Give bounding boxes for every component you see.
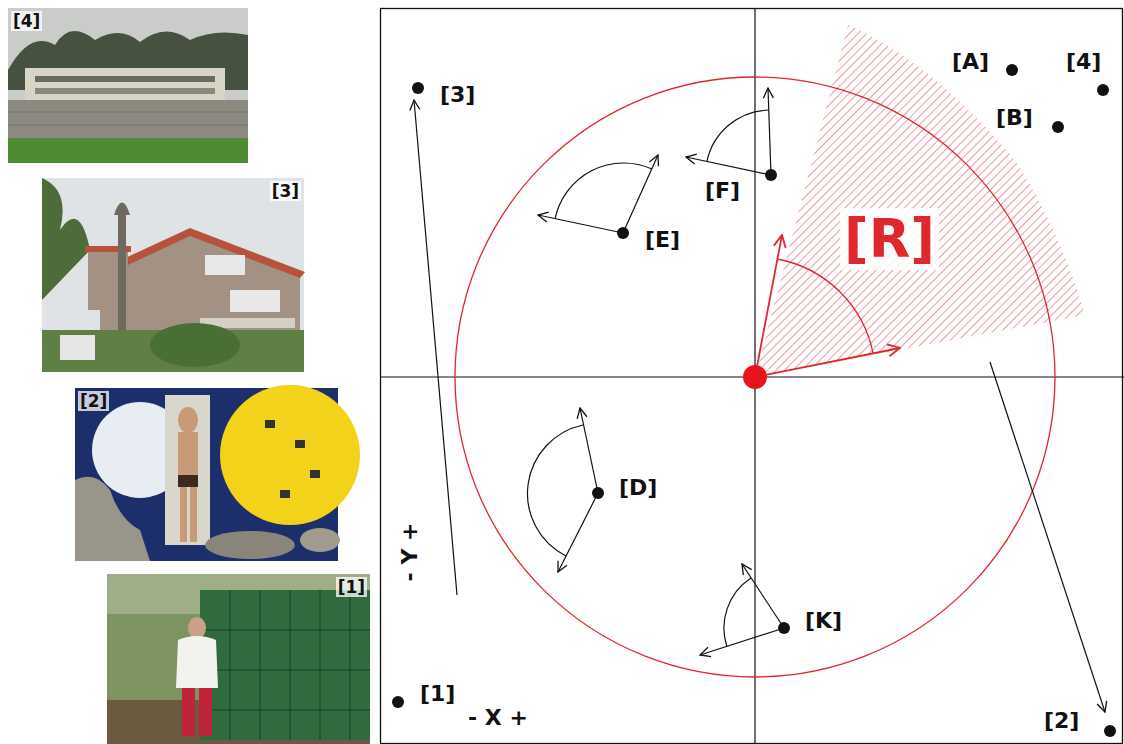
- point-label: [A]: [952, 49, 989, 75]
- motion-arrow: [990, 362, 1105, 712]
- photo-panel: [2]: [75, 388, 338, 561]
- photo-panel: [4]: [8, 8, 248, 163]
- photo-number: [2]: [78, 391, 109, 411]
- point-label: [F]: [705, 178, 740, 204]
- photo-panel: [1]: [107, 574, 370, 744]
- photo-one: [107, 574, 370, 744]
- motion-arrow: [414, 100, 457, 595]
- photo-number: [4]: [11, 11, 42, 31]
- point-label: [3]: [440, 82, 475, 108]
- frame: [381, 9, 1123, 744]
- point-label: [E]: [645, 227, 680, 253]
- photo-panel: [3]: [42, 178, 304, 372]
- point-label: [4]: [1066, 49, 1101, 75]
- point-dots: [392, 64, 1116, 737]
- range-circle: [455, 77, 1055, 677]
- photo-number: [1]: [336, 577, 367, 597]
- point-label: [K]: [805, 608, 842, 634]
- photo-three: [42, 178, 305, 372]
- point-label: [1]: [420, 681, 455, 707]
- observer-dot: [743, 365, 767, 389]
- region-label: [R]: [840, 208, 939, 270]
- point-label: [2]: [1044, 708, 1079, 734]
- agent-sectors: [527, 88, 784, 655]
- point-label: [B]: [996, 105, 1033, 131]
- axis-label: - Y +: [397, 523, 423, 582]
- photo-two: [75, 385, 360, 561]
- photo-number: [3]: [270, 181, 301, 201]
- point-label: [D]: [619, 475, 657, 501]
- axis-label: - X +: [468, 705, 528, 731]
- photo-four: [8, 8, 248, 163]
- range-wedge: [755, 25, 1085, 377]
